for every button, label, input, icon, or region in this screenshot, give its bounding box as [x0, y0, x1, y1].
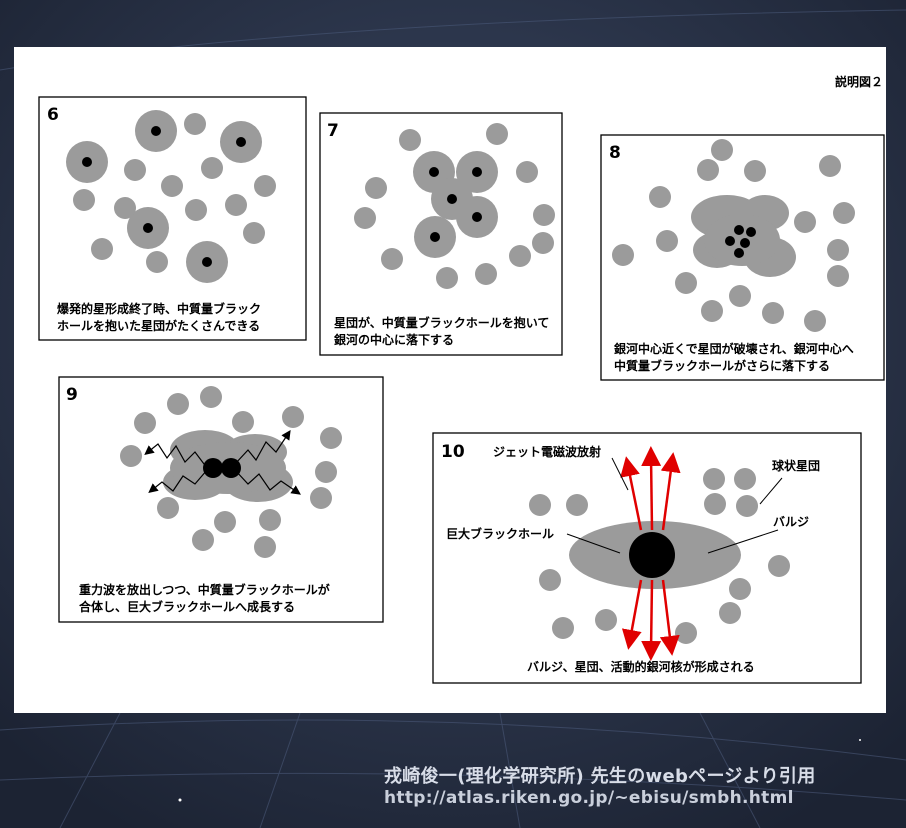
panel-7-black-holes [429, 167, 482, 242]
panel-9-caption-2: 合体し、巨大ブラックホールへ成長する [79, 599, 295, 614]
panel-10-number: 10 [441, 442, 465, 462]
panel-8-number: 8 [609, 143, 621, 163]
panel-8-clusters [612, 139, 855, 332]
panel-7-number: 7 [327, 121, 339, 141]
figure-label: 説明図２ [835, 74, 883, 89]
label-globular-cluster: 球状星団 [772, 458, 820, 473]
panel-6-clusters [66, 110, 276, 283]
panel-8: 8 銀河中心近くで星団が破壊され、銀河中心へ 中質量ブラックホールがさらに落下す… [600, 134, 885, 381]
panel-9: 9 重力波を放出しつつ、中質量ブラックホールが 合体し、巨大ブラックホールへ [58, 376, 384, 623]
svg-text:銀河中心近くで星団が破壊され、銀河中心へ 中質量: 銀河中心近くで星団が破壊され、銀河中心へ 中質量ブラックホールがさらに落下する [613, 341, 858, 373]
panel-9-clusters [120, 386, 342, 558]
panel-8-black-holes [725, 225, 756, 258]
panel-6: 6 爆発的星形成終了時、中質量ブラック ホールを抱いた星団がたくさんできる [38, 96, 307, 341]
panel-9-gravitational-waves [144, 430, 301, 495]
panel-7-caption-2: 銀河の中心に落下する [333, 332, 454, 347]
supermassive-black-hole [629, 532, 675, 578]
label-supermassive-black-hole: 巨大ブラックホール [446, 526, 554, 541]
panel-6-caption-1: 爆発的星形成終了時、中質量ブラック [57, 301, 261, 316]
svg-text:星団が、中質量ブラックホールを抱いて 銀河の中心: 星団が、中質量ブラックホールを抱いて 銀河の中心に落下する [333, 315, 554, 347]
svg-text:重力波を放出しつつ、中質量ブラックホールが 合体: 重力波を放出しつつ、中質量ブラックホールが 合体し、巨大ブラックホールへ成長する [79, 582, 334, 614]
panel-8-caption-1: 銀河中心近くで星団が破壊され、銀河中心へ [613, 341, 854, 356]
panel-6-caption-2: ホールを抱いた星団がたくさんできる [57, 318, 260, 333]
credit-text: 戎崎俊一(理化学研究所) 先生のwebページより引用 [384, 766, 816, 787]
svg-text:爆発的星形成終了時、中質量ブラック ホールを抱い: 爆発的星形成終了時、中質量ブラック ホールを抱いた星団がたくさんできる [57, 301, 265, 333]
panel-9-number: 9 [66, 385, 78, 405]
jet-arrows [620, 446, 681, 661]
panel-7: 7 星団が、中質量ブラックホールを抱いて 銀河の中心に落下する [319, 112, 563, 356]
panel-8-caption-2: 中質量ブラックホールがさらに落下する [614, 358, 830, 373]
panel-9-black-holes [203, 458, 241, 478]
label-bulge: バルジ [773, 515, 809, 529]
panel-7-caption-1: 星団が、中質量ブラックホールを抱いて [334, 315, 549, 330]
panel-10-globular-clusters [529, 468, 790, 644]
panel-6-black-holes [82, 126, 246, 267]
panel-10: 10 ジェット電磁波放射 球状星団 バルジ 巨大ブラックホール バルジ [432, 432, 862, 684]
label-jet: ジェット電磁波放射 [493, 444, 601, 459]
panel-9-caption-1: 重力波を放出しつつ、中質量ブラックホールが [79, 582, 330, 597]
panel-10-caption: バルジ、星団、活動的銀河核が形成される [527, 659, 755, 674]
panel-10-leader-lines [566, 457, 783, 554]
panel-6-number: 6 [47, 105, 59, 125]
credit-url: http://atlas.riken.go.jp/~ebisu/smbh.htm… [384, 788, 794, 808]
